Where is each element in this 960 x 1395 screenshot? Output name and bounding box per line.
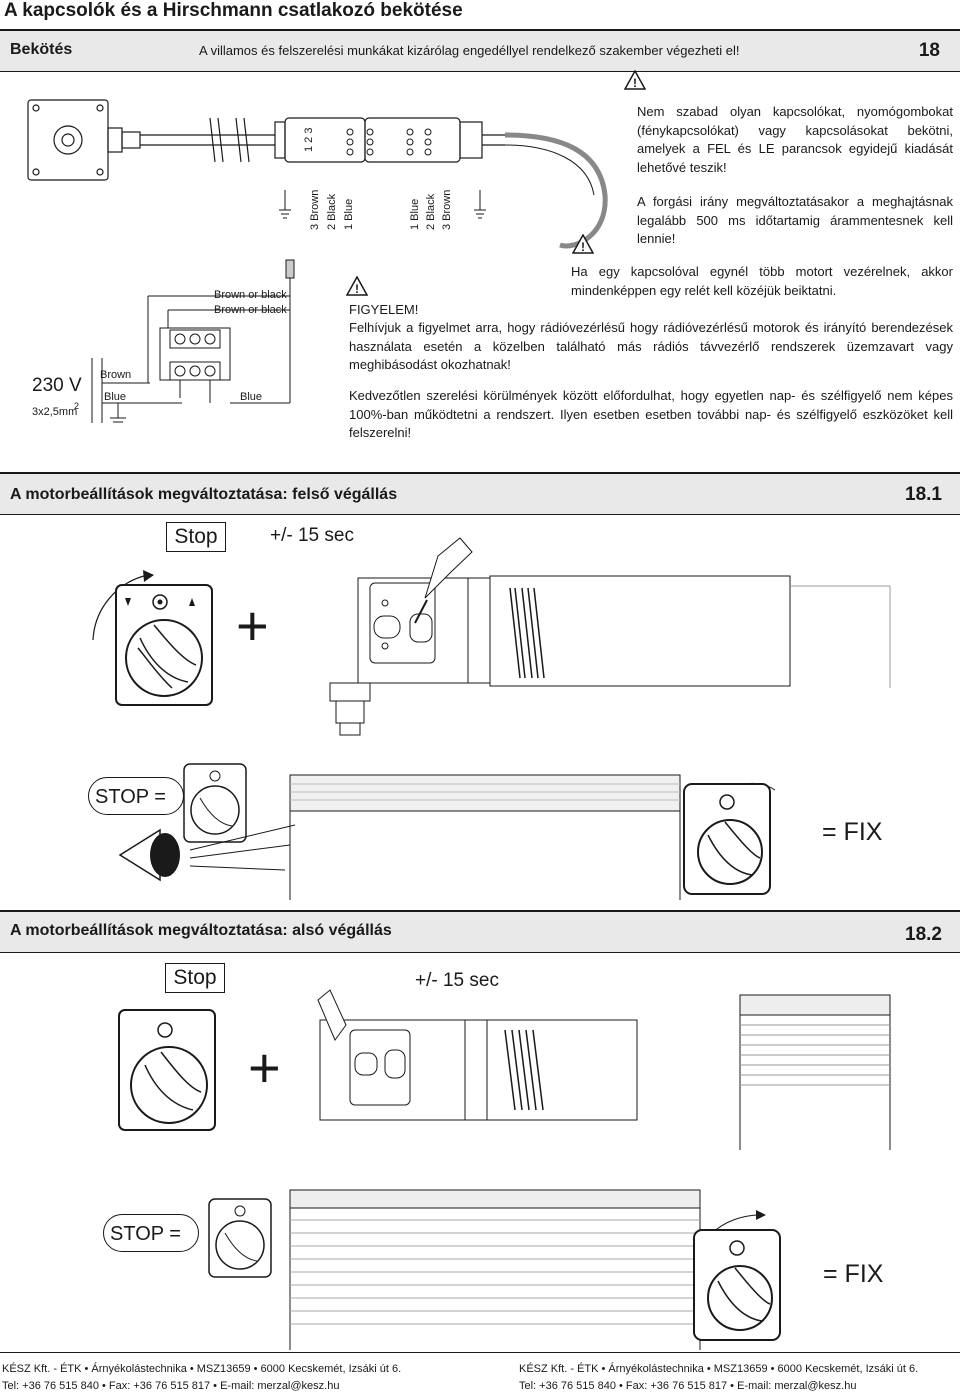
motor-adjust-drawing (317, 989, 891, 1150)
warning-icon: ! (624, 70, 646, 90)
switch-dial-fix (693, 1210, 781, 1341)
wire-label-right-2: 2 Black (425, 193, 437, 230)
voltage-label: 230 V (32, 375, 82, 396)
section-title: A motorbeállítások megváltoztatása: fels… (10, 486, 398, 503)
wire-label-right-1: 1 Blue (409, 199, 421, 230)
plus-sign: + (236, 594, 269, 657)
svg-text:!: ! (581, 240, 585, 254)
section-title: Bekötés (10, 41, 73, 58)
footer-right-line1: KÉSZ Kft. - ÉTK • Árnyékolástechnika • M… (519, 1363, 919, 1375)
timing-label: +/- 15 sec (270, 525, 354, 546)
awning-drawing-down (289, 1189, 701, 1350)
cable-superscript: 2 (74, 401, 79, 411)
switch-dial-small (208, 1198, 272, 1278)
switch-dial-stop (118, 1009, 216, 1131)
footer-left-line2: Tel: +36 76 515 840 • Fax: +36 76 515 81… (2, 1380, 340, 1392)
wire-label-left-3: 1 Blue (343, 199, 355, 230)
fix-label: = FIX (823, 1260, 884, 1288)
stop-box: Stop (166, 522, 226, 552)
section-title: A motorbeállítások megváltoztatása: alsó… (10, 922, 392, 939)
figyelem-title: FIGYELEM! (349, 302, 419, 317)
kedvezotlen-text: Kedvezőtlen szerelési körülmények között… (349, 388, 953, 440)
section-number: 18.2 (905, 924, 942, 945)
wire-label-left-1: 3 Brown (309, 190, 321, 230)
warning-icon: ! (572, 234, 594, 254)
warning-icon: ! (346, 276, 368, 296)
terminal-wiring-diagram: Brown or black Brown or black Brown Blue… (32, 259, 295, 423)
footer-right: KÉSZ Kft. - ÉTK • Árnyékolástechnika • M… (519, 1361, 918, 1395)
stop-equals-label: STOP = (88, 777, 184, 815)
label-blue-left: Blue (104, 391, 126, 403)
page-title: A kapcsolók és a Hirschmann csatlakozó b… (4, 0, 463, 21)
warning-text-2: A forgási irány megváltoztatásakor a meg… (637, 194, 953, 246)
switch-dial-fix (683, 783, 771, 895)
stop-box: Stop (165, 963, 225, 993)
timing-label: +/- 15 sec (415, 970, 499, 991)
hirschmann-plug-diagram: 1 2 3 3 Brown 2 Black 1 Blue 1 Blue 2 Bl… (27, 99, 608, 249)
label-brown: Brown (100, 369, 131, 381)
cable-label: 3x2,5mm (32, 406, 77, 418)
section-header-bekotes: Bekötés A villamos és felszerelési munká… (0, 29, 960, 72)
label-brown-or-black-1: Brown or black (214, 289, 287, 301)
label-blue-right: Blue (240, 391, 262, 403)
section-number: 18.1 (905, 484, 942, 505)
footer-left-line1: KÉSZ Kft. - ÉTK • Árnyékolástechnika • M… (2, 1363, 402, 1375)
svg-text:!: ! (633, 76, 637, 90)
warning-text-3: Ha egy kapcsolóval egynél több motort ve… (571, 264, 953, 298)
plug-pin-numbers: 1 2 3 (303, 128, 315, 152)
footer-right-line2: Tel: +36 76 515 840 • Fax: +36 76 515 81… (519, 1380, 857, 1392)
stop-equals-label: STOP = (103, 1214, 199, 1252)
figyelem-text: Felhívjuk a figyelmet arra, hogy rádióve… (349, 320, 953, 372)
svg-text:!: ! (355, 282, 359, 296)
section-number: 18 (918, 40, 940, 61)
section-subtitle: A villamos és felszerelési munkákat kizá… (199, 43, 740, 58)
switch-dial-small (183, 763, 247, 843)
footer-left: KÉSZ Kft. - ÉTK • Árnyékolástechnika • M… (2, 1361, 401, 1395)
label-brown-or-black-2: Brown or black (214, 304, 287, 316)
motor-head (27, 99, 109, 181)
motor-adjust-drawing (329, 537, 891, 736)
eye-icon (118, 824, 296, 882)
footer-rule (0, 1352, 960, 1353)
wire-label-left-2: 2 Black (326, 193, 338, 230)
fix-label: = FIX (822, 818, 883, 846)
warning-text-1: Nem szabad olyan kapcsolókat, nyomógombo… (637, 104, 953, 175)
section-header-also-vegallas: A motorbeállítások megváltoztatása: alsó… (0, 910, 960, 953)
switch-dial-stop (92, 570, 213, 706)
plus-sign: + (248, 1036, 281, 1099)
awning-drawing-up (289, 774, 776, 900)
section-header-felso-vegallas: A motorbeállítások megváltoztatása: fels… (0, 472, 960, 515)
wire-label-right-3: 3 Brown (441, 190, 453, 230)
